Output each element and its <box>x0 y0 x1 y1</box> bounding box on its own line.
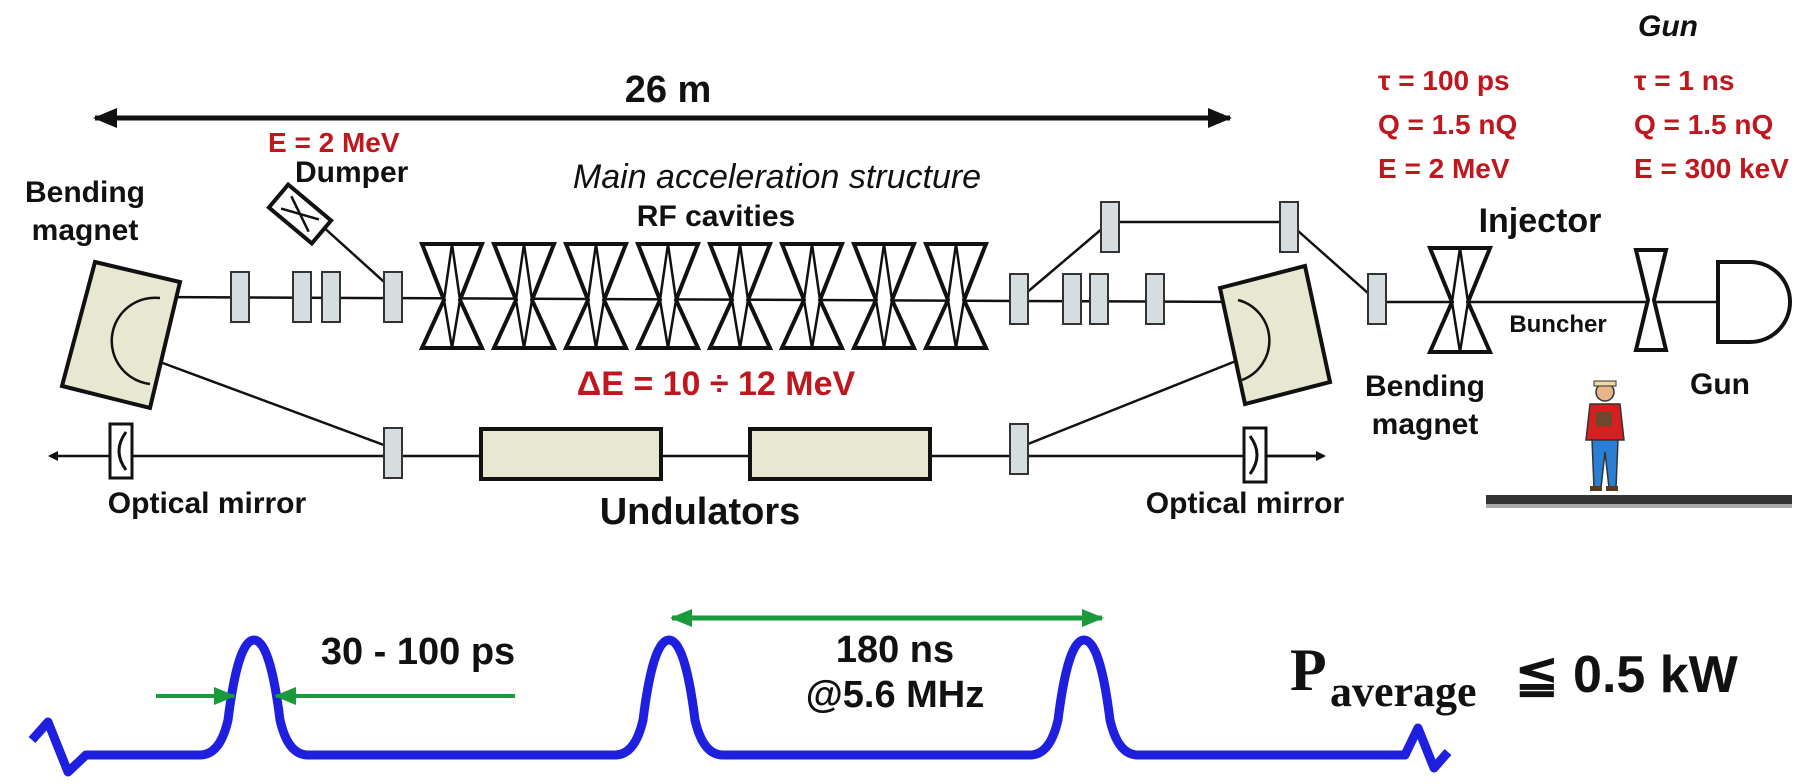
pulse-width-label: 30 - 100 ps <box>321 631 515 673</box>
pulse-train-waveform <box>28 635 1452 777</box>
undulators <box>479 427 932 481</box>
floor-line <box>1486 495 1792 508</box>
rf-cavities-label: RF cavities <box>637 200 795 233</box>
dump-energy-label: E = 2 MeV <box>268 127 400 158</box>
optical-mirror-right-label: Optical mirror <box>1146 487 1345 520</box>
bending-magnet-right-label-1: Bending <box>1365 370 1485 403</box>
dumper-label: Dumper <box>295 156 409 189</box>
optical-mirror-left-icon <box>108 422 134 480</box>
gun-param-energy: E = 300 keV <box>1634 153 1789 184</box>
injector-param-charge: Q = 1.5 nQ <box>1378 109 1517 140</box>
quadrupoles-upper <box>230 201 1387 325</box>
injector-label: Injector <box>1479 202 1602 240</box>
gun-param-charge: Q = 1.5 nQ <box>1634 109 1773 140</box>
undulators-label: Undulators <box>600 491 801 533</box>
bending-magnet-left-label-2: magnet <box>32 214 139 247</box>
gun-label: Gun <box>1690 368 1750 401</box>
power-symbol: P <box>1290 637 1327 703</box>
optical-mirror-right-icon <box>1242 426 1268 484</box>
gun-param-tau: τ = 1 ns <box>1634 65 1734 96</box>
bending-magnet-left-label-1: Bending <box>25 176 145 209</box>
injector-cavity <box>1426 246 1494 354</box>
optical-mirror-left-label: Optical mirror <box>108 487 307 520</box>
main-structure-label: Main acceleration structure <box>573 158 981 196</box>
gun-title: Gun <box>1638 10 1698 43</box>
injector-param-energy: E = 2 MeV <box>1378 153 1510 184</box>
rf-cavities <box>418 242 990 350</box>
person-scale-figure-icon <box>1585 380 1625 491</box>
average-power-label: P average ≦ 0.5 kW <box>1290 637 1739 716</box>
gun-icon <box>1716 260 1792 344</box>
energy-gain-label: ΔE = 10 ÷ 12 MeV <box>577 365 856 403</box>
power-value: ≦ 0.5 kW <box>1515 646 1739 704</box>
buncher-cavity <box>1633 248 1669 352</box>
pulse-frequency-label: @5.6 MHz <box>806 674 985 716</box>
pulse-spacing-label: 180 ns <box>836 629 954 671</box>
bending-magnet-left <box>59 259 183 411</box>
dumper-icon <box>266 181 334 247</box>
injector-param-tau: τ = 100 ps <box>1378 65 1510 96</box>
bending-magnet-right-label-2: magnet <box>1372 408 1479 441</box>
quadrupoles-lower <box>383 423 1029 479</box>
length-label: 26 m <box>625 69 712 111</box>
power-subscript: average <box>1330 667 1477 716</box>
bending-magnet-right <box>1217 263 1333 407</box>
buncher-label: Buncher <box>1509 311 1606 338</box>
